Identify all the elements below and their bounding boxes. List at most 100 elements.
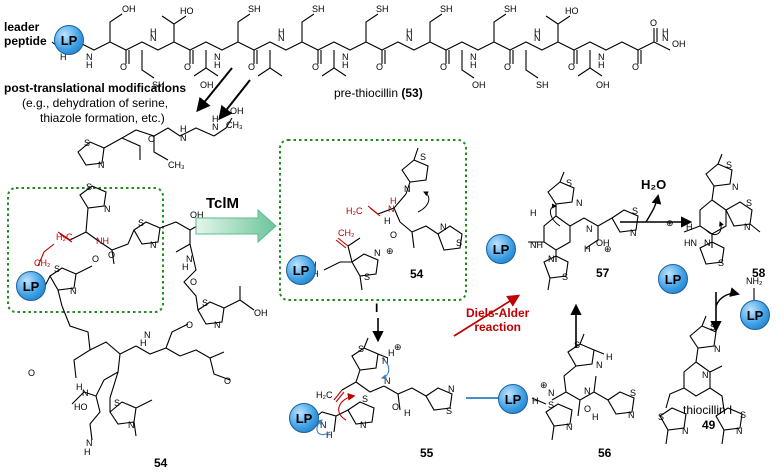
svg-text:SH: SH	[504, 4, 517, 14]
svg-text:N: N	[128, 420, 135, 430]
svg-text:N: N	[214, 320, 221, 330]
svg-text:S: S	[630, 388, 636, 398]
svg-text:O: O	[186, 320, 193, 330]
svg-text:S: S	[86, 182, 92, 192]
thiocillin-core	[659, 315, 743, 445]
svg-text:H: H	[606, 352, 613, 362]
svg-text:S: S	[718, 258, 724, 268]
svg-text:OH: OH	[200, 80, 214, 90]
enzyme-label: TclM	[206, 195, 240, 212]
svg-text:O: O	[568, 62, 575, 72]
svg-text:N: N	[732, 182, 739, 192]
lp-circle-released: LP	[740, 300, 770, 330]
compound-54-fragment-labels: SN NS NS OH NH ⊕	[310, 152, 462, 282]
prethiocillin-number: (53)	[401, 86, 423, 100]
svg-text:N: N	[320, 420, 327, 430]
svg-text:N: N	[448, 384, 455, 394]
svg-text:S: S	[548, 400, 554, 410]
compound-58-labels: SN SN HHN⊕ NS	[666, 160, 752, 268]
svg-text:N: N	[630, 228, 637, 238]
compound-57	[528, 171, 639, 291]
lp-circle-58: LP	[658, 264, 688, 294]
svg-text:H: H	[390, 196, 397, 206]
curly-arrow-55-red	[338, 393, 356, 421]
svg-text:H: H	[686, 222, 693, 232]
svg-text:HO: HO	[74, 402, 88, 412]
svg-text:N: N	[566, 422, 573, 432]
svg-text:H: H	[592, 412, 599, 422]
svg-text:N: N	[144, 330, 151, 340]
svg-text:OH: OH	[596, 80, 610, 90]
compound-54-macrocycle	[37, 117, 255, 441]
svg-text:H: H	[60, 52, 67, 62]
prethiocillin-name: pre-thiocillin	[334, 86, 399, 100]
svg-text:N: N	[704, 238, 711, 248]
svg-text:H: H	[84, 447, 91, 457]
svg-text:O: O	[390, 230, 397, 240]
compound-55	[311, 337, 453, 433]
svg-text:N: N	[212, 122, 219, 132]
svg-text:S: S	[84, 138, 90, 148]
svg-text:H: H	[342, 60, 349, 70]
compound-54-fragment-red	[335, 205, 381, 249]
svg-text:H: H	[404, 408, 411, 418]
compound-54-fragment	[323, 147, 463, 291]
svg-text:N: N	[384, 376, 391, 386]
svg-text:⊕: ⊕	[666, 218, 674, 228]
svg-text:N: N	[150, 33, 157, 43]
svg-text:N: N	[736, 426, 743, 436]
svg-text:H: H	[326, 430, 333, 440]
svg-text:H: H	[388, 348, 395, 358]
svg-text:H: H	[534, 27, 541, 37]
diels-alder-line1: Diels-Alder	[466, 306, 530, 320]
svg-text:N: N	[682, 426, 689, 436]
svg-text:H: H	[76, 382, 83, 392]
svg-text:N: N	[180, 133, 187, 143]
thiocillin-number: 49	[702, 418, 716, 432]
curly-arrow-57	[550, 203, 561, 227]
svg-text:O: O	[184, 62, 191, 72]
intermediate-roman-one: I	[375, 301, 379, 315]
diels-alder-label: Diels-Alder reaction	[466, 306, 529, 334]
svg-text:N: N	[404, 184, 411, 194]
svg-text:H: H	[278, 27, 285, 37]
compound-number-54-left: 54	[154, 456, 168, 470]
svg-text:O: O	[28, 368, 35, 378]
curly-arrow-58	[705, 221, 724, 235]
svg-text:SH: SH	[248, 4, 261, 14]
svg-text:N: N	[150, 240, 157, 250]
svg-text:S: S	[202, 298, 208, 308]
svg-text:N: N	[82, 388, 89, 398]
svg-text:CH₂: CH₂	[338, 228, 355, 238]
prethiocillin-backbone	[51, 13, 671, 79]
svg-text:H: H	[532, 396, 539, 406]
svg-text:H: H	[662, 27, 669, 37]
thiocillin-label: thiocillin I	[683, 403, 733, 417]
svg-text:⊕: ⊕	[604, 244, 612, 254]
lp-circle-55: LP	[289, 403, 319, 433]
svg-text:S: S	[726, 160, 732, 170]
svg-text:H: H	[214, 60, 221, 70]
svg-text:H: H	[180, 124, 187, 134]
lp-release-arrow	[715, 287, 740, 307]
svg-text:⊕: ⊕	[386, 246, 394, 256]
svg-text:O: O	[108, 250, 115, 260]
svg-text:N: N	[714, 344, 721, 354]
svg-text:S: S	[138, 218, 144, 228]
svg-text:N: N	[86, 52, 93, 62]
compound-number-57: 57	[596, 266, 610, 280]
svg-text:CH₃: CH₃	[168, 160, 185, 170]
ptm-title: post-translational modifications	[4, 81, 187, 95]
diels-alder-line2: reaction	[474, 320, 522, 334]
svg-text:O: O	[650, 18, 657, 28]
svg-text:S: S	[54, 264, 60, 274]
svg-text:H: H	[384, 216, 391, 226]
svg-text:N: N	[374, 248, 381, 258]
svg-text:O: O	[148, 134, 155, 144]
svg-text:S: S	[364, 272, 370, 282]
svg-text:O: O	[376, 62, 383, 72]
leader-peptide-label: leader peptide	[4, 20, 47, 48]
svg-text:O: O	[504, 62, 511, 72]
